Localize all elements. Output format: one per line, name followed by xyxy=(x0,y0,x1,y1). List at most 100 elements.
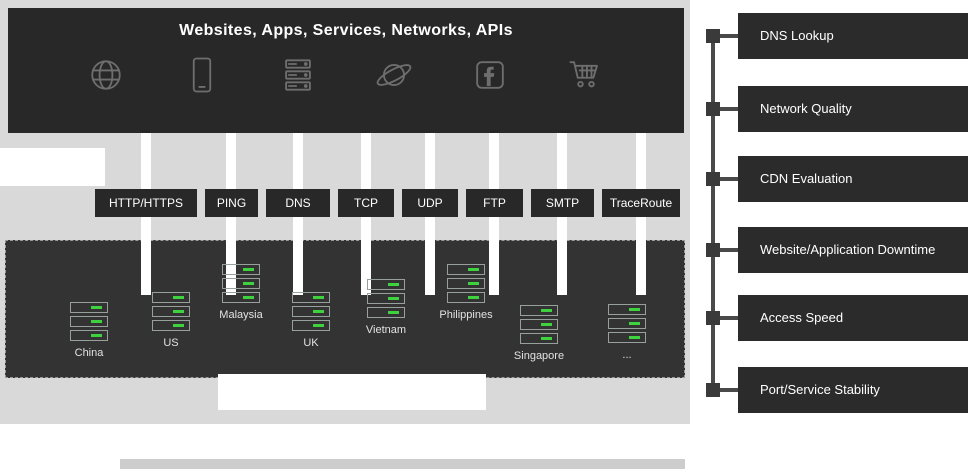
led-indicator xyxy=(388,283,399,286)
shopping-cart-icon xyxy=(564,53,608,97)
server-icon xyxy=(608,332,646,343)
led-indicator xyxy=(243,268,254,271)
server-icon xyxy=(70,302,108,313)
metric-dns-lookup: DNS Lookup xyxy=(738,13,968,59)
metric-access-speed: Access Speed xyxy=(738,295,968,341)
server-icon xyxy=(152,292,190,303)
connector-stub xyxy=(713,316,738,320)
led-indicator xyxy=(91,320,102,323)
led-indicator xyxy=(388,297,399,300)
metrics-connector-line xyxy=(711,30,715,394)
server-icon xyxy=(608,304,646,315)
location-label: Philippines xyxy=(439,309,493,321)
location-label: ... xyxy=(622,349,632,361)
protocol-http-https: HTTP/HTTPS xyxy=(95,189,197,217)
server-icon xyxy=(222,264,260,275)
location-label: Singapore xyxy=(513,350,565,362)
server-stack-china: China xyxy=(70,302,108,359)
server-icon xyxy=(520,305,558,316)
planet-icon xyxy=(372,53,416,97)
targets-panel: Websites, Apps, Services, Networks, APIs xyxy=(8,8,684,133)
led-indicator xyxy=(629,308,640,311)
protocol-tcp: TCP xyxy=(338,189,394,217)
location-label: UK xyxy=(303,337,319,349)
mobile-icon xyxy=(180,53,224,97)
metric-network-quality: Network Quality xyxy=(738,86,968,132)
led-indicator xyxy=(243,296,254,299)
led-indicator xyxy=(313,324,324,327)
globe-icon xyxy=(84,53,128,97)
server-icon xyxy=(367,307,405,318)
server-icon xyxy=(447,292,485,303)
server-stack-vietnam: Vietnam xyxy=(366,279,406,336)
metric-port-stability: Port/Service Stability xyxy=(738,367,968,413)
led-indicator xyxy=(541,323,552,326)
led-indicator xyxy=(313,310,324,313)
location-label: US xyxy=(163,337,179,349)
location-label: Malaysia xyxy=(219,309,263,321)
led-indicator xyxy=(468,268,479,271)
led-indicator xyxy=(541,337,552,340)
server-icon xyxy=(447,278,485,289)
metric-cdn-evaluation: CDN Evaluation xyxy=(738,156,968,202)
server-icon xyxy=(222,292,260,303)
connector-node xyxy=(706,311,720,325)
led-indicator xyxy=(468,282,479,285)
led-indicator xyxy=(173,310,184,313)
led-indicator xyxy=(468,296,479,299)
protocol-traceroute: TraceRoute xyxy=(602,189,680,217)
server-icon xyxy=(520,333,558,344)
connector-stub xyxy=(713,248,738,252)
location-label: China xyxy=(74,347,104,359)
led-indicator xyxy=(629,322,640,325)
led-indicator xyxy=(91,306,102,309)
blank-overlay-bottom xyxy=(218,374,486,410)
metric-website-downtime: Website/Application Downtime xyxy=(738,227,968,273)
led-indicator xyxy=(243,282,254,285)
connector-stub xyxy=(713,177,738,181)
facebook-icon xyxy=(468,53,512,97)
server-icon xyxy=(520,319,558,330)
target-icons-row xyxy=(8,53,684,97)
targets-title: Websites, Apps, Services, Networks, APIs xyxy=(179,22,513,39)
connector-node xyxy=(706,29,720,43)
server-icon xyxy=(152,306,190,317)
server-stack-uk: UK xyxy=(292,292,330,349)
server-icon xyxy=(447,264,485,275)
protocol-ftp: FTP xyxy=(466,189,523,217)
server-stack-more: ... xyxy=(608,304,646,361)
server-rack-icon xyxy=(276,53,320,97)
connector-stub xyxy=(713,388,738,392)
led-indicator xyxy=(91,334,102,337)
connector-node xyxy=(706,102,720,116)
server-icon xyxy=(152,320,190,331)
led-indicator xyxy=(388,311,399,314)
server-icon xyxy=(70,316,108,327)
connector-node xyxy=(706,172,720,186)
connector-stub xyxy=(713,34,738,38)
server-icon xyxy=(292,320,330,331)
led-indicator xyxy=(313,296,324,299)
server-stack-malaysia: Malaysia xyxy=(219,264,263,321)
connector-node xyxy=(706,243,720,257)
server-icon xyxy=(292,292,330,303)
server-icon xyxy=(222,278,260,289)
led-indicator xyxy=(541,309,552,312)
server-icon xyxy=(367,293,405,304)
server-icon xyxy=(367,279,405,290)
server-icon xyxy=(70,330,108,341)
led-indicator xyxy=(173,296,184,299)
server-stack-singapore: Singapore xyxy=(514,305,564,362)
led-indicator xyxy=(629,336,640,339)
connector-node xyxy=(706,383,720,397)
led-indicator xyxy=(173,324,184,327)
server-stack-philippines: Philippines xyxy=(439,264,493,321)
protocol-smtp: SMTP xyxy=(531,189,594,217)
bottom-strip xyxy=(120,459,685,469)
protocol-ping: PING xyxy=(205,189,258,217)
server-icon xyxy=(292,306,330,317)
protocol-dns: DNS xyxy=(266,189,330,217)
location-label: Vietnam xyxy=(365,324,407,336)
connector-stub xyxy=(713,107,738,111)
